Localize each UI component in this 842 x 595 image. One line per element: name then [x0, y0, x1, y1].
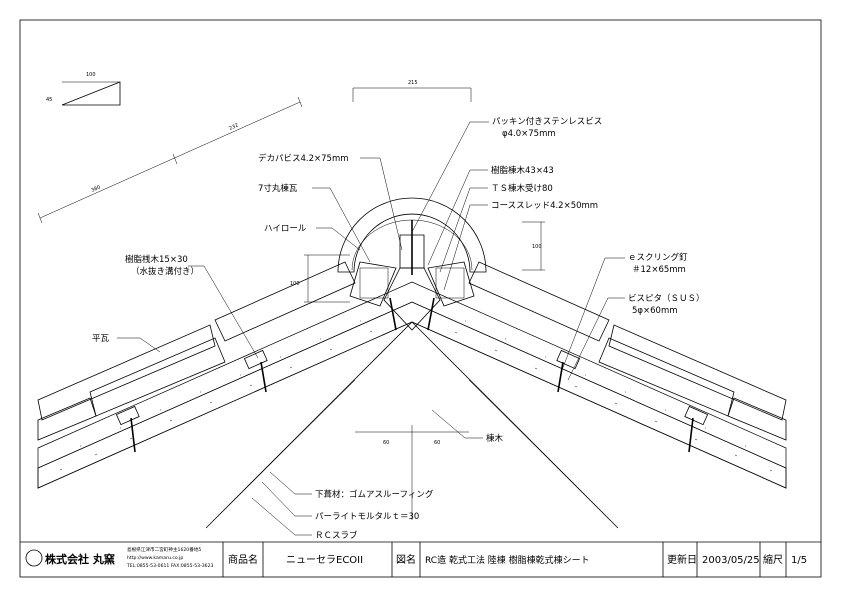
scale-label: 縮尺	[763, 553, 783, 566]
screw-nail-label-1: ｅスクリング釘	[628, 252, 688, 263]
hyroll-label: ハイロール	[264, 224, 307, 234]
left-lower-dim: 380	[90, 184, 101, 193]
company-url: http://www.kamaru.co.jp	[127, 555, 183, 561]
center-right-dim: 60	[434, 440, 440, 446]
slope-indicator: 100 45	[46, 72, 121, 106]
mortar-label: パーライトモルタルｔ＝30	[315, 512, 419, 522]
resin-batten-label-1: 樹脂桟木15×30	[125, 254, 188, 265]
top-width-dim: 215	[408, 80, 418, 86]
updated-label: 更新日	[667, 553, 697, 566]
bisupita-label-1: ビスピタ（ＳＵＳ）	[628, 293, 705, 304]
right-roof-tiles	[468, 261, 787, 441]
munagi-label: 棟木	[486, 433, 504, 444]
rc-slab-label: ＲＣスラブ	[315, 530, 358, 541]
sheet-border	[19, 19, 822, 578]
callout-labels: パッキン付きステンレスビス φ4.0×75mm デカパビス4.2×75mm 樹脂…	[92, 116, 705, 541]
height-dimensions: 100 100	[290, 221, 545, 303]
bisupita-label-2: 5φ×60mm	[632, 306, 678, 316]
center-left-dim: 60	[383, 440, 389, 446]
drawing-label: 図名	[396, 553, 416, 566]
company-logo-icon	[25, 549, 43, 567]
resin-battens	[115, 349, 709, 426]
drawing-value: RC造 乾式工法 陸棟 樹脂棟乾式棟シート	[425, 554, 590, 566]
left-upper-dim: 232	[228, 122, 239, 131]
right-height-dim: 100	[532, 244, 542, 250]
title-block: 株式会社 丸窯 島根県江津市二宮町神主1620番地5 http://www.ka…	[25, 542, 807, 577]
marugawara-label: 7寸丸棟瓦	[258, 183, 298, 194]
hiragawara-label: 平瓦	[92, 334, 110, 344]
left-height-dim: 100	[290, 281, 300, 287]
packing-screw-label-2: φ4.0×75mm	[502, 129, 556, 139]
left-slope-dimension: 380 232	[37, 96, 303, 224]
course-thread-label: コーススレッド4.2×50mm	[491, 201, 598, 211]
ts-ridge-label: ＴＳ棟木受け80	[491, 183, 553, 194]
batten-screws	[130, 297, 694, 453]
rc-slab-lower: 60 60	[205, 321, 619, 529]
company-name: 株式会社 丸窯	[45, 552, 115, 566]
product-label: 商品名	[228, 553, 258, 566]
product-value: ニューセラECOII	[286, 554, 363, 566]
slope-rise-label: 45	[46, 97, 52, 103]
updated-value: 2003/05/25	[702, 555, 760, 566]
left-roof-tiles	[37, 261, 356, 441]
company-address: 島根県江津市二宮町神主1620番地5	[127, 546, 201, 553]
deka-screw-label: デカパビス4.2×75mm	[258, 153, 349, 164]
slope-run-label: 100	[86, 72, 96, 78]
leader-lines	[117, 121, 625, 536]
top-width-dimension: 215	[352, 80, 472, 102]
screw-nail-label-2: ＃12×65mm	[632, 265, 686, 275]
mortar-layer	[37, 281, 787, 469]
resin-ridge-label: 樹脂棟木43×43	[491, 165, 554, 176]
resin-batten-label-2: （水抜き溝付き）	[131, 266, 199, 277]
company-tel: TEL:0855-53-0611 FAX:0855-53-3623	[126, 563, 213, 569]
underlay-label: 下葺材：ゴムアスルーフィング	[315, 489, 434, 500]
packing-screw-label-1: パッキン付きステンレスビス	[492, 116, 602, 127]
scale-value: 1/5	[791, 555, 807, 566]
ridge-assembly	[337, 197, 487, 331]
